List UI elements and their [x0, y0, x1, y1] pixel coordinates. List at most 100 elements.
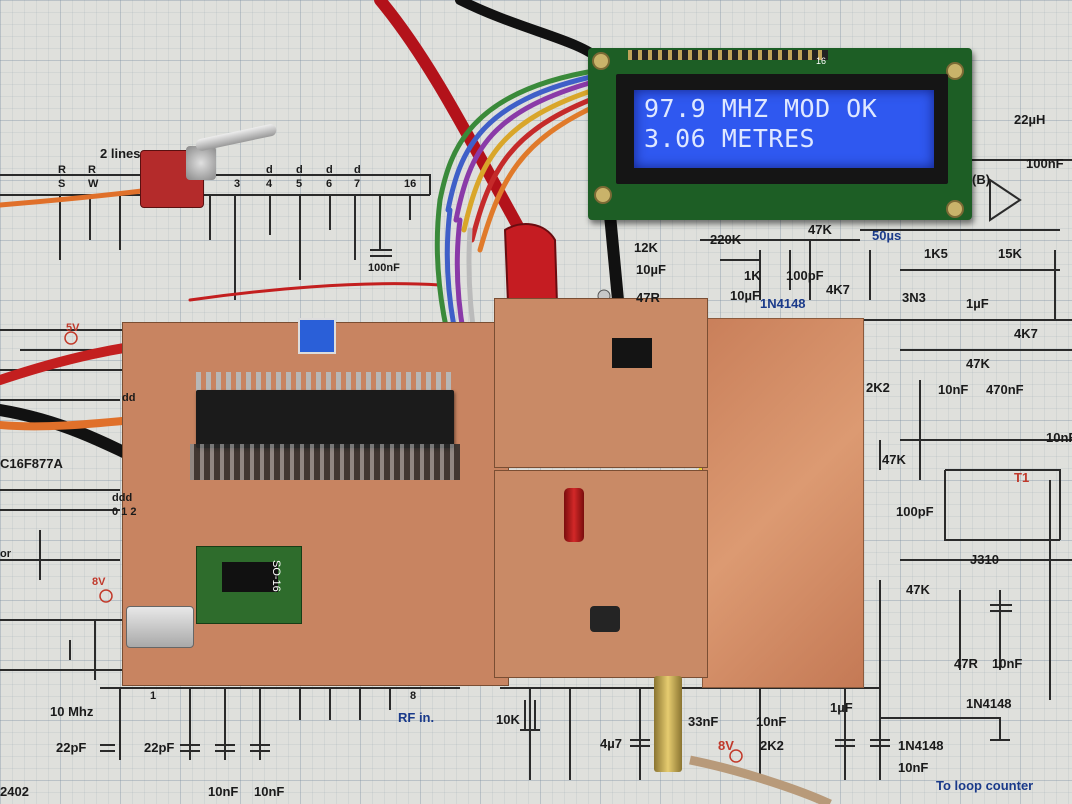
label-4k7-a: 4K7 — [826, 282, 850, 297]
label-220k: 220K — [710, 232, 742, 247]
toggle-switch-nut — [186, 146, 216, 180]
label-pin-7: 7 — [354, 178, 361, 190]
label-10nf-a: 10nF — [208, 784, 239, 799]
label-pin-16: 16 — [404, 178, 417, 190]
label-10nf-g: 10nF — [992, 656, 1023, 671]
label-2k2-bottom: 2K2 — [760, 738, 784, 753]
label-pin-d2: d — [296, 164, 303, 176]
copper-ground-plane — [702, 318, 864, 688]
label-10nf-f: 10nF — [1046, 430, 1072, 445]
label-22pf-b: 22pF — [144, 740, 175, 755]
label-10nf-d: 10nF — [898, 760, 929, 775]
label-or: or — [0, 548, 11, 560]
label-22pf-a: 22pF — [56, 740, 87, 755]
label-50us: 50µs — [872, 228, 902, 243]
label-pin-4: 4 — [266, 178, 273, 190]
lcd-module: 16 97.9 MHZ MOD OK 3.06 METRES — [588, 48, 972, 220]
label-ddd: ddd — [112, 492, 133, 504]
label-470nf: 470nF — [986, 382, 1024, 397]
label-100nf-right: 100nF — [1026, 156, 1064, 171]
lcd-screen: 97.9 MHZ MOD OK 3.06 METRES — [634, 90, 934, 168]
label-12k: 12K — [634, 240, 658, 255]
lcd-pin-label: 16 — [816, 56, 827, 66]
label-pin-1: 1 — [150, 690, 157, 702]
ic-socket — [190, 444, 460, 480]
label-10uf-a: 10µF — [636, 262, 666, 277]
microcontroller-chip — [196, 390, 454, 448]
mount-hole — [946, 200, 964, 218]
label-t1: T1 — [1014, 470, 1030, 485]
mount-hole — [594, 186, 612, 204]
lcd-line-1: 97.9 MHZ MOD OK — [644, 94, 878, 123]
trimmer-potentiometer — [298, 318, 336, 354]
label-xtal: 10 Mhz — [50, 704, 94, 719]
label-100pf-b: 100pF — [896, 504, 934, 519]
label-pin-8: 8 — [410, 690, 417, 702]
label-pin-r2: R — [88, 164, 96, 176]
label-diode-b: 1N4148 — [898, 738, 944, 753]
label-1k: 1K — [744, 268, 761, 283]
label-8v-bottom: 8V — [718, 738, 734, 753]
label-ref-2402: 2402 — [0, 784, 29, 799]
label-47k-top: 47K — [808, 222, 832, 237]
label-cap-100nf: 100nF — [368, 262, 400, 274]
label-8v-left: 8V — [92, 576, 106, 588]
label-j310: J310 — [970, 552, 999, 567]
label-3n3: 3N3 — [902, 290, 926, 305]
amplifier-pcb — [494, 298, 708, 468]
crystal-oscillator — [126, 606, 194, 648]
label-port-012: 0 1 2 — [112, 506, 137, 518]
label-100pf-a: 100pF — [786, 268, 824, 283]
sma-connector — [654, 676, 682, 772]
label-10nf-c: 10nF — [756, 714, 787, 729]
label-10nf-b: 10nF — [254, 784, 285, 799]
label-22uh: 22µH — [1014, 112, 1046, 127]
label-dd: dd — [122, 392, 136, 404]
label-pin-d1: d — [266, 164, 273, 176]
label-pin-d3: d — [326, 164, 333, 176]
label-b-node: (B) — [972, 172, 991, 187]
label-diode-a: 1N4148 — [966, 696, 1012, 711]
label-pin-d4: d — [354, 164, 361, 176]
mount-hole — [592, 52, 610, 70]
label-5v: 5V — [66, 322, 80, 334]
label-pin-s: S — [58, 178, 66, 190]
lcd-line-2: 3.06 METRES — [644, 124, 816, 153]
label-10uf-b: 10µF — [730, 288, 760, 303]
label-4u7: 4µ7 — [600, 736, 622, 751]
label-pin-r1: R — [58, 164, 66, 176]
adapter-label: SO-16 — [270, 560, 282, 592]
label-1uf-mid: 1µF — [966, 296, 989, 311]
opamp-chip — [612, 338, 652, 368]
label-47r-top: 47R — [636, 290, 660, 305]
label-10k: 10K — [496, 712, 520, 727]
label-two-lines: 2 lines — [100, 146, 141, 161]
label-1k5: 1K5 — [924, 246, 948, 261]
mount-hole — [946, 62, 964, 80]
label-1uf-bottom: 1µF — [830, 700, 853, 715]
label-pin-6: 6 — [326, 178, 333, 190]
label-2k2-mid: 2K2 — [866, 380, 890, 395]
label-pin-w: W — [88, 178, 99, 190]
label-rf-in: RF in. — [398, 710, 435, 725]
label-47k-low: 47K — [882, 452, 906, 467]
label-4k7-b: 4K7 — [1014, 326, 1038, 341]
variable-capacitor — [590, 606, 620, 632]
label-47k-j: 47K — [906, 582, 930, 597]
label-47k-mid: 47K — [966, 356, 990, 371]
rf-coil — [564, 488, 584, 542]
label-pin-3: 3 — [234, 178, 241, 190]
lcd-bezel: 97.9 MHZ MOD OK 3.06 METRES — [616, 74, 948, 184]
rf-pcb — [494, 470, 708, 678]
label-15k: 15K — [998, 246, 1022, 261]
label-diode-c: 1N4148 — [760, 296, 806, 311]
label-mcu-name: C16F877A — [0, 456, 63, 471]
lcd-header-pins — [628, 50, 828, 60]
label-10nf-e: 10nF — [938, 382, 969, 397]
label-loop-counter: To loop counter — [936, 778, 1034, 793]
soic-chip — [222, 562, 278, 592]
label-pin-5: 5 — [296, 178, 303, 190]
label-33nf: 33nF — [688, 714, 719, 729]
label-47r-low: 47R — [954, 656, 978, 671]
